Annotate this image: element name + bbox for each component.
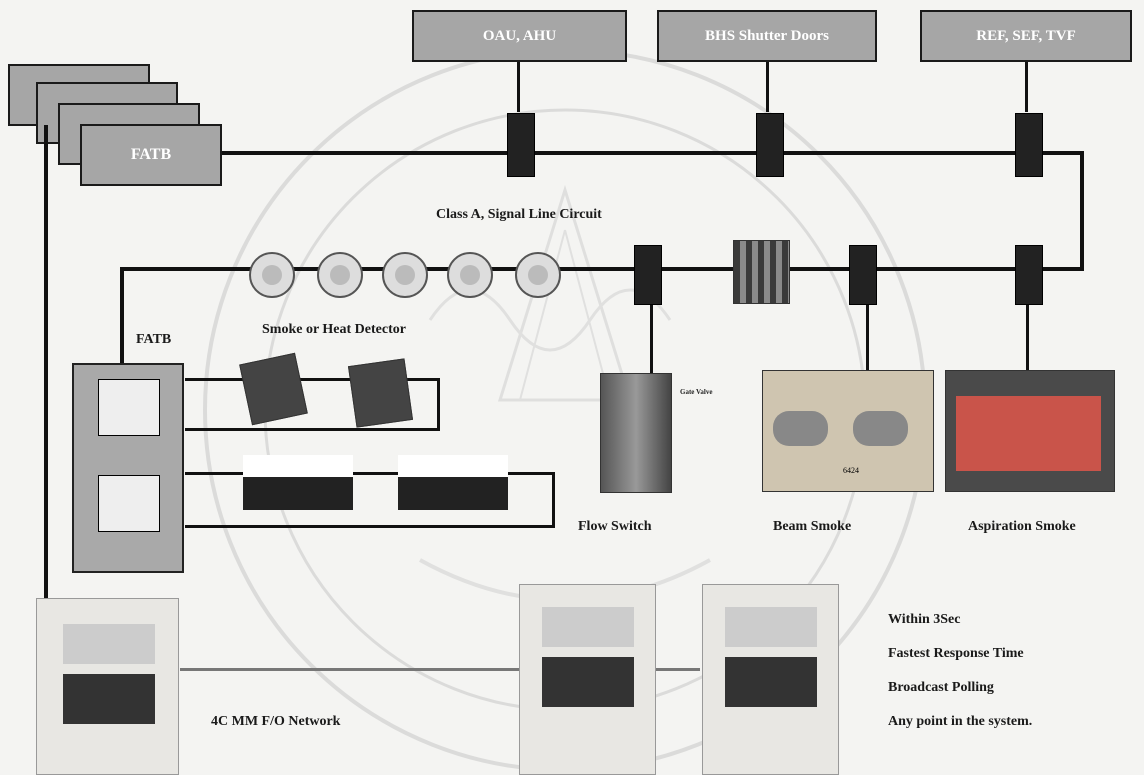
wire-top-loop xyxy=(222,151,1082,155)
aspiration-smoke-photo xyxy=(945,370,1115,492)
wire-bhs-drop xyxy=(766,62,769,112)
monitor-module-beam xyxy=(849,245,877,305)
beam-smoke-label: Beam Smoke xyxy=(773,519,852,534)
fatb-module-1 xyxy=(98,379,160,436)
smoke-detector-icon xyxy=(515,252,561,298)
control-module-oau xyxy=(507,113,535,177)
wire-network xyxy=(180,668,700,671)
wire-right-vertical xyxy=(1080,151,1084,271)
wire-sub-loop-1a xyxy=(185,378,440,381)
oau-ahu-box: OAU, AHU xyxy=(412,10,627,62)
smoke-detector-icon xyxy=(447,252,493,298)
manual-call-point-2 xyxy=(347,358,414,428)
smoke-detector-icon xyxy=(317,252,363,298)
wire-main-vertical xyxy=(44,125,48,600)
fire-phone-1 xyxy=(243,455,353,510)
monitor-module-flow xyxy=(634,245,662,305)
control-panel-main xyxy=(36,598,179,775)
feature-item: Any point in the system. xyxy=(888,714,1033,729)
control-module-ref xyxy=(1015,113,1043,177)
control-panel-node-2 xyxy=(519,584,656,775)
beam-model-label: 6424 xyxy=(843,466,859,475)
feature-item: Broadcast Polling xyxy=(888,680,994,695)
wire-aspiration-drop xyxy=(1026,295,1029,370)
wire-sub-loop-1b xyxy=(185,428,440,431)
control-module-bhs xyxy=(756,113,784,177)
network-label: 4C MM F/O Network xyxy=(211,714,341,729)
gate-valve-caption: Gate Valve xyxy=(680,388,713,396)
wire-second-loop xyxy=(120,267,1084,271)
smoke-detector-icon xyxy=(382,252,428,298)
wire-sub-loop-2b xyxy=(185,525,555,528)
bhs-shutter-doors-box: BHS Shutter Doors xyxy=(657,10,877,62)
duct-detector-photo xyxy=(733,240,790,304)
feature-item: Fastest Response Time xyxy=(888,646,1024,661)
flow-switch-label: Flow Switch xyxy=(578,519,652,534)
wire-flow-drop xyxy=(650,300,653,375)
wire-sub-loop-1c xyxy=(437,378,440,431)
wire-oau-drop xyxy=(517,62,520,112)
wire-sub-loop-2a xyxy=(185,472,555,475)
fatb-top-box: FATB xyxy=(80,124,222,186)
ref-sef-tvf-box: REF, SEF, TVF xyxy=(920,10,1132,62)
fatb-left-label: FATB xyxy=(136,332,172,347)
smoke-detector-icon xyxy=(249,252,295,298)
fatb-panel xyxy=(72,363,184,573)
wire-ref-drop xyxy=(1025,62,1028,112)
fire-phone-2 xyxy=(398,455,508,510)
wire-beam-drop xyxy=(866,300,869,370)
flow-switch-photo xyxy=(600,373,672,493)
features-list: Within 3Sec Fastest Response Time Broadc… xyxy=(888,612,1032,730)
smoke-detectors-row xyxy=(249,252,561,298)
aspiration-smoke-label: Aspiration Smoke xyxy=(968,519,1076,534)
smoke-heat-label: Smoke or Heat Detector xyxy=(262,322,406,337)
class-a-label: Class A, Signal Line Circuit xyxy=(436,207,602,222)
wire-sub-loop-2c xyxy=(552,472,555,528)
control-panel-node-3 xyxy=(702,584,839,775)
fatb-module-2 xyxy=(98,475,160,532)
feature-item: Within 3Sec xyxy=(888,612,961,627)
wire-left-drop xyxy=(120,267,124,364)
beam-smoke-photo: 6424 xyxy=(762,370,934,492)
monitor-module-aspiration xyxy=(1015,245,1043,305)
